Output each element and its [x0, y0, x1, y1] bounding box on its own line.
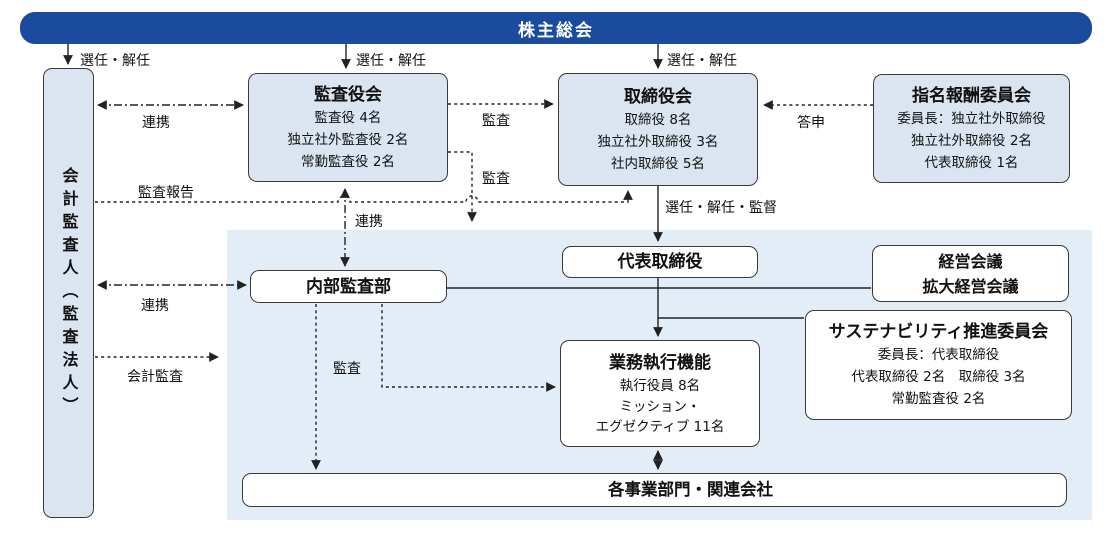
nomination-committee-line: 独立社外取締役 2名 — [911, 132, 1032, 149]
node-internal-audit-dept: 内部監査部 — [250, 270, 447, 303]
edge-internal-audits-execution — [381, 304, 556, 392]
audit-board-line: 常勤監査役 2名 — [301, 153, 395, 170]
board-line: 取締役 8名 — [624, 111, 692, 128]
management-meeting-line: 拡大経営会議 — [922, 276, 1019, 296]
internal-audit-dept-title: 内部監査部 — [306, 276, 391, 297]
shareholders-meeting-title: 株主総会 — [518, 20, 594, 41]
label-cooperation-audit-board-internal: 連携 — [355, 214, 383, 230]
label-cooperation-auditor-audit-board: 連携 — [142, 115, 170, 131]
label-advisory-report: 答申 — [797, 115, 825, 131]
board-line: 独立社外取締役 3名 — [597, 133, 719, 150]
audit-board-line: 監査役 4名 — [314, 109, 382, 126]
sustainability-committee-line: 常勤監査役 2名 — [891, 391, 986, 407]
edge-audit-report — [95, 190, 633, 203]
sustainability-committee-line: 代表取締役 2名 取締役 3名 — [851, 369, 1026, 385]
execution-function-line: ミッション・ — [619, 398, 701, 415]
node-management-meeting: 経営会議 拡大経営会議 — [872, 245, 1069, 302]
node-accounting-auditor: 会計監査人（監査法人） — [43, 68, 94, 518]
node-audit-board: 監査役会 監査役 4名 独立社外監査役 2名 常勤監査役 2名 — [248, 73, 448, 182]
sustainability-committee-title: サステナビリティ推進委員会 — [828, 322, 1049, 342]
nomination-committee-line: 代表取締役 1名 — [924, 154, 1019, 171]
label-cooperation-auditor-internal: 連携 — [141, 298, 169, 314]
accounting-auditor-title: 会計監査人（監査法人） — [59, 166, 79, 420]
label-audit-of-execution: 監査 — [482, 171, 510, 187]
edge-audit-board-audits-execution — [448, 151, 477, 222]
label-audit-report: 監査報告 — [138, 185, 194, 201]
board-line: 社内取締役 5名 — [611, 155, 705, 172]
label-accounting-audit: 会計監査 — [127, 369, 183, 385]
nomination-committee-line: 委員長：独立社外取締役 — [897, 110, 1046, 127]
nomination-committee-title: 指名報酬委員会 — [912, 85, 1031, 106]
node-board-of-directors: 取締役会 取締役 8名 独立社外取締役 3名 社内取締役 5名 — [558, 73, 758, 186]
business-divisions-title: 各事業部門・関連会社 — [608, 480, 773, 499]
label-appointment-dismissal-auditor: 選任・解任 — [80, 53, 150, 69]
management-meeting-line: 経営会議 — [938, 251, 1003, 271]
sustainability-committee-line: 委員長：代表取締役 — [877, 347, 1000, 363]
shareholders-meeting-bar: 株主総会 — [20, 12, 1092, 44]
audit-board-title: 監査役会 — [314, 84, 382, 105]
board-title: 取締役会 — [624, 86, 692, 107]
execution-function-title: 業務執行機能 — [609, 352, 711, 373]
node-representative-director: 代表取締役 — [562, 246, 758, 278]
label-appointment-dismissal-board: 選任・解任 — [667, 53, 737, 69]
execution-function-line: エグゼクティブ 11名 — [595, 418, 725, 435]
label-appointment-dismissal-supervision: 選任・解任・監督 — [665, 200, 777, 216]
node-business-divisions: 各事業部門・関連会社 — [242, 473, 1067, 507]
node-nomination-committee: 指名報酬委員会 委員長：独立社外取締役 独立社外取締役 2名 代表取締役 1名 — [873, 74, 1070, 183]
audit-board-line: 独立社外監査役 2名 — [287, 131, 409, 148]
label-audit-of-board: 監査 — [482, 113, 510, 129]
execution-function-line: 執行役員 8名 — [619, 377, 701, 394]
representative-director-title: 代表取締役 — [617, 252, 703, 272]
label-internal-audit: 監査 — [333, 361, 361, 377]
label-appointment-dismissal-audit-board: 選任・解任 — [356, 53, 426, 69]
node-sustainability-committee: サステナビリティ推進委員会 委員長：代表取締役 代表取締役 2名 取締役 3名 … — [805, 310, 1072, 420]
node-execution-function: 業務執行機能 執行役員 8名 ミッション・ エグゼクティブ 11名 — [560, 340, 760, 447]
